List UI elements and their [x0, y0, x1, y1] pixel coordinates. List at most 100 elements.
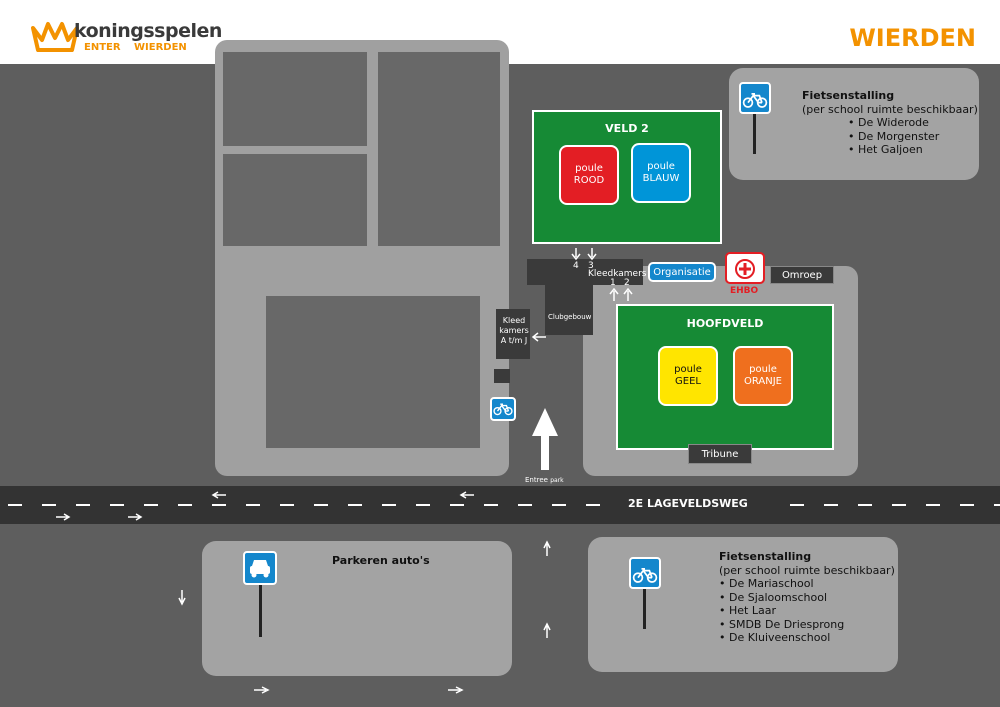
kleedkamer-3: 3 [588, 261, 594, 271]
arrow-left-icon [531, 332, 546, 342]
arrow-up-icon [609, 288, 633, 301]
bike-parking-top-text: Fietsenstalling (per school ruimte besch… [802, 89, 978, 157]
arrow-left-icon [459, 491, 474, 499]
road-dash [858, 504, 872, 506]
bike-sign-pole [643, 589, 646, 629]
school-list-item: • De Kluiveenschool [719, 631, 831, 644]
logo-sub-left: ENTER [84, 42, 121, 53]
road-dash [484, 504, 498, 506]
school-list-item: • Het Galjoen [848, 143, 923, 156]
arrow-left-icon [211, 491, 226, 499]
car-sign-pole [259, 585, 262, 637]
road-dash [42, 504, 56, 506]
bike-parking-top-title: Fietsenstalling [802, 89, 895, 102]
ehbo-kit [725, 252, 765, 284]
road-dash [246, 504, 260, 506]
road-dash [518, 504, 532, 506]
road-dash [552, 504, 566, 506]
bike-parking-bottom-sign [629, 557, 661, 589]
poule-blauw-line1: poule [647, 161, 675, 172]
poule-rood-line1: poule [575, 163, 603, 174]
entrance-text: Entree [525, 476, 548, 484]
school-list-item: • De Sjaloomschool [719, 590, 827, 604]
bike-parking-bottom-schools: • De Mariaschool• De Sjaloomschool• Het … [719, 577, 895, 645]
road-dash [994, 504, 1000, 506]
poule-rood: poule ROOD [559, 145, 619, 205]
school-list-item: • Het Laar [719, 604, 776, 617]
road-dash [8, 504, 22, 506]
poule-geel: poule GEEL [658, 346, 718, 406]
road-dash [450, 504, 464, 506]
clubgebouw-building [545, 283, 593, 335]
building-top-right [378, 52, 500, 246]
entrance-label: Entree park [525, 476, 564, 484]
field-hoofdveld-title: HOOFDVELD [686, 317, 764, 330]
school-list-item: • De Widerode [848, 116, 929, 129]
bike-parking-top-sign [739, 82, 771, 114]
road-dash [76, 504, 90, 506]
road-dash [960, 504, 974, 506]
road-dash [382, 504, 396, 506]
entrance-sub: park [550, 477, 564, 484]
arrow-right-icon [128, 513, 143, 521]
first-aid-icon [735, 259, 755, 279]
poule-blauw-line2: BLAUW [642, 173, 680, 184]
bike-icon [493, 403, 513, 416]
kleedkamer-4: 4 [573, 261, 579, 271]
building-mid-left [223, 154, 367, 246]
road-dash [178, 504, 192, 506]
kleedkamers-label: Kleedkamers [588, 269, 647, 279]
school-list-item: • De Mariaschool [719, 577, 814, 590]
car-icon [250, 560, 270, 578]
kleedkamer-1: 1 [610, 278, 616, 288]
bike-parking-bottom-title: Fietsenstalling [719, 550, 812, 563]
bike-parking-bottom-subtitle: (per school ruimte beschikbaar) [719, 563, 895, 577]
road-dash [144, 504, 158, 506]
entrance-arrow-icon [532, 408, 558, 470]
road-dash [280, 504, 294, 506]
arrow-down-icon [571, 248, 597, 261]
bike-parking-bottom-text: Fietsenstalling (per school ruimte besch… [719, 550, 895, 645]
poule-geel-line2: GEEL [675, 376, 701, 387]
small-building [494, 369, 510, 383]
car-parking-sign [243, 551, 277, 585]
location-title: WIERDEN [849, 24, 976, 52]
road-dash [212, 504, 226, 506]
logo: koningsspelen ENTER WIERDEN [30, 18, 222, 58]
car-parking-title: Parkeren auto's [332, 554, 430, 567]
building-bottom [266, 296, 480, 448]
poule-rood-line2: ROOD [573, 175, 605, 186]
road-dash [110, 504, 124, 506]
poule-geel-line1: poule [674, 364, 702, 375]
building-top-left [223, 52, 367, 146]
arrow-right-icon [56, 513, 71, 521]
road-dash [892, 504, 906, 506]
tribune-label: Tribune [688, 444, 752, 464]
kleedkamers-left-line3: A t/m J [500, 336, 528, 345]
kleedkamers-left-line2: kamers [499, 326, 529, 335]
road-dash [824, 504, 838, 506]
bike-sign-pole [753, 114, 756, 154]
road-dash [348, 504, 362, 506]
clubgebouw-label: Clubgebouw [548, 313, 592, 321]
bike-parking-top-subtitle: (per school ruimte beschikbaar) [802, 102, 978, 116]
omroep-label: Omroep [770, 266, 834, 284]
bike-icon [632, 568, 658, 583]
poule-blauw: poule BLAUW [631, 143, 691, 203]
road-dash [926, 504, 940, 506]
poule-oranje: poule ORANJE [733, 346, 793, 406]
logo-word: koningsspelen [74, 20, 222, 42]
school-list-item: • De Morgenster [848, 129, 940, 143]
kleedkamers-left-line1: Kleed [502, 316, 526, 325]
field-veld-2-title: VELD 2 [605, 122, 649, 135]
road-dash [416, 504, 430, 506]
field-hoofdveld: HOOFDVELD poule GEEL poule ORANJE [616, 304, 834, 450]
school-list-item: • SMDB De Driesprong [719, 617, 845, 631]
bike-parking-top-schools: • De Widerode• De Morgenster• Het Galjoe… [848, 116, 978, 157]
kleedkamer-2: 2 [624, 278, 630, 288]
road-name: 2E LAGEVELDSWEG [622, 496, 754, 512]
kleedkamers-left-building [496, 309, 530, 359]
bike-parking-icon [490, 397, 516, 421]
road-dash [586, 504, 600, 506]
road-dash [314, 504, 328, 506]
